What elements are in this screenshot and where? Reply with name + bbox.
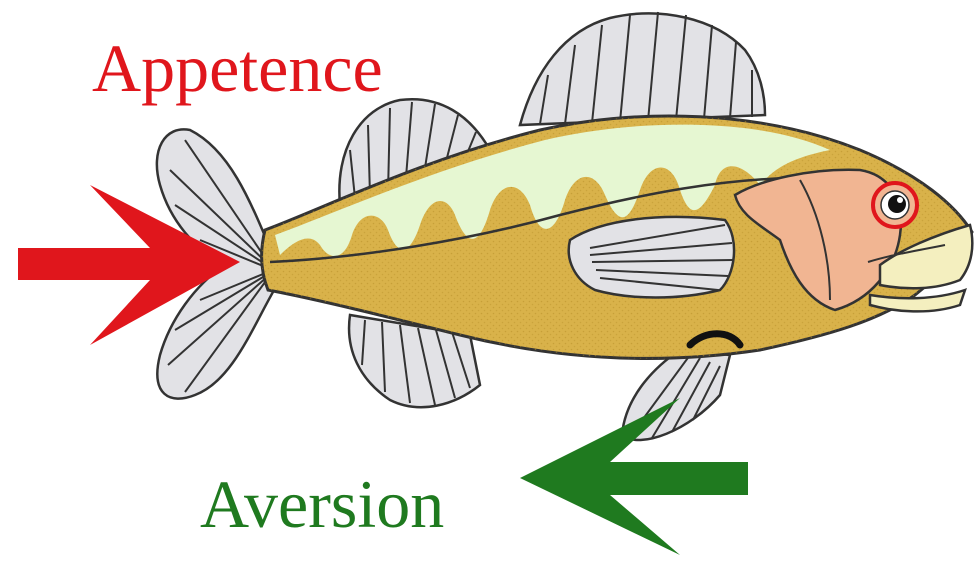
pectoral-fin bbox=[569, 217, 734, 298]
dorsal-fin-spiny bbox=[520, 12, 765, 125]
fish-eye bbox=[873, 183, 917, 227]
appetence-label: Appetence bbox=[92, 34, 383, 102]
aversion-label: Aversion bbox=[200, 470, 444, 538]
aversion-arrow-icon bbox=[520, 398, 748, 555]
